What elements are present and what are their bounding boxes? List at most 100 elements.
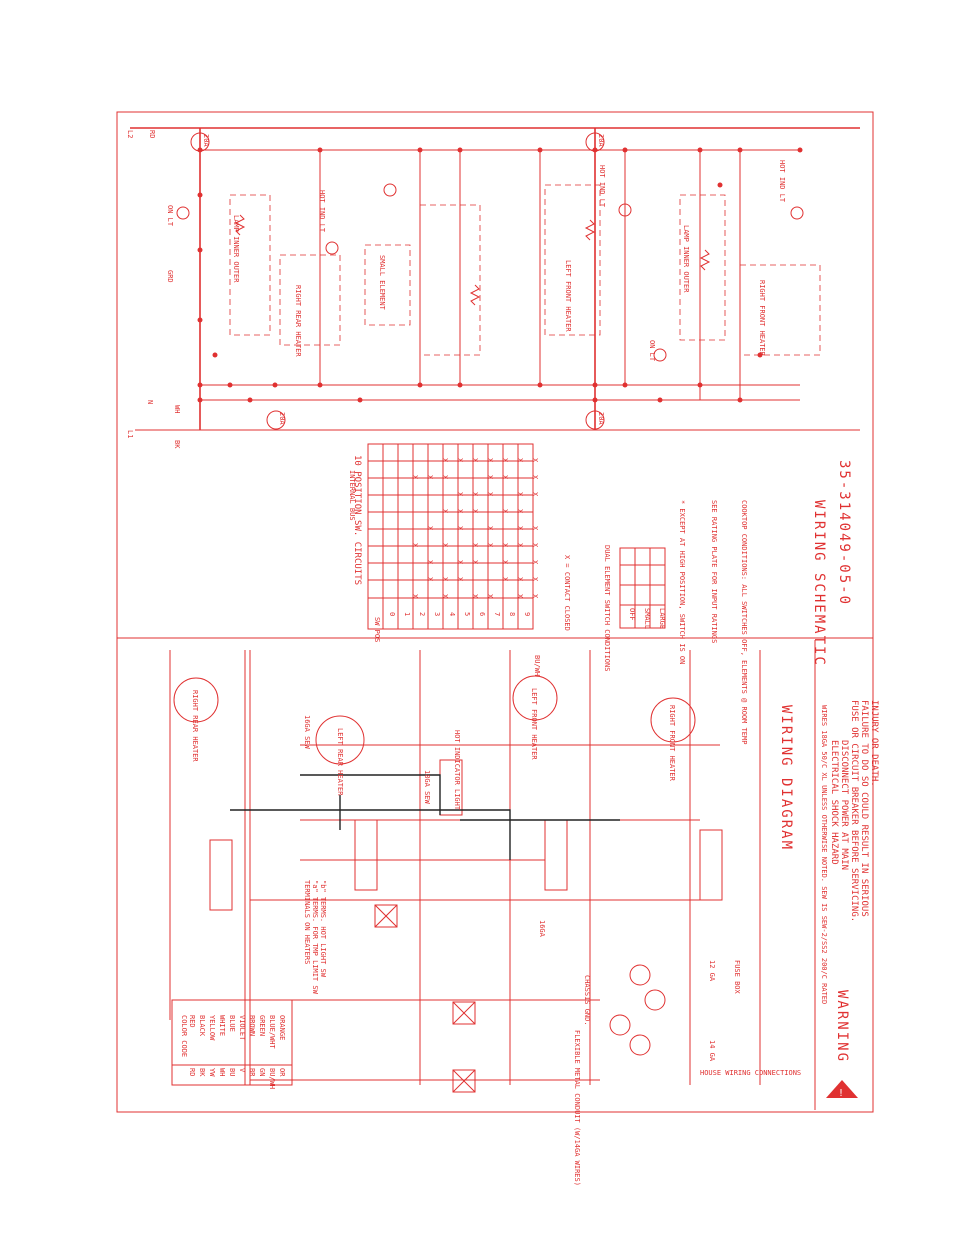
dual-element-title: DUAL ELEMENT SWITCH CONDITIONS [603,545,611,671]
component-label: HOT IND LT [318,190,326,233]
outer-frame [116,111,874,1113]
contact-x-marks: XXXXXXXXXXXXXXXXXXXXXXXXXXXXXXXXXXXXXXXX… [411,458,539,599]
contact-x: X [441,475,449,480]
dual-element-table: DUAL ELEMENT SWITCH CONDITIONS OFF SMALL… [603,500,748,744]
sw-pos-header: SW POS [373,617,381,642]
color-row: YELLOW [208,1015,216,1041]
component-label: LAMP INNER OUTER [682,225,690,293]
pos-label: 3 [433,612,441,616]
dual-note: * EXCEPT AT HIGH POSITION, SWITCH IS ON [678,500,686,664]
contact-x: X [531,543,539,548]
switch-box-mid [419,204,481,356]
fuse-label: 20A [597,134,605,147]
contact-closed-note: X = CONTACT CLOSED [563,555,571,631]
contact-x: X [456,560,464,565]
color-row: BLUE [228,1015,236,1032]
warning-block: ! WIRES 18GA 50/C XL UNLESS OTHERWISE NO… [814,640,879,1110]
switch-block [544,819,568,891]
terminal-block [452,1001,476,1025]
pos-label: 9 [523,612,531,616]
heater-label: LEFT REAR HEATER [336,728,344,796]
pos-label: 5 [463,612,471,616]
pos-label: 2 [418,612,426,616]
terminal-note: "b" TERMS. HOT LIGHT SW [319,880,327,978]
wire-label: 12 GA [708,960,716,982]
component-label: ON LT [166,205,174,227]
lamp-box-left [229,194,271,336]
color-abbr: WH [218,1068,226,1076]
warning-line: DISCONNECT POWER AT MAIN [839,740,849,870]
label-N: N [146,400,154,404]
component-label: HOT IND LT [598,165,606,208]
contact-x: X [441,458,449,463]
contact-x: X [426,475,434,480]
color-abbr: YW [208,1068,216,1077]
color-row: BROWN [248,1015,256,1036]
wiring-diagram-title: WIRING DIAGRAM [778,705,794,851]
label-L2: L2 [126,130,134,138]
wire-label: 16GA SEW [303,715,311,750]
light-icon [325,241,339,255]
pos-label: 8 [508,612,516,616]
light-icon [653,348,667,362]
dual-row: LARGE [658,608,666,629]
contact-x: X [501,509,509,514]
dual-row: SMALL [643,608,651,629]
color-row: VIOLET [238,1015,246,1041]
component-label: RIGHT REAR HEATER [294,285,302,357]
color-row: RED [188,1015,196,1028]
warning-line: FAILURE TO DO SO COULD RESULT IN SERIOUS [859,700,869,917]
contact-x: X [456,509,464,514]
pos-label: 7 [493,612,501,616]
contact-x: X [531,492,539,497]
contact-x: X [486,526,494,531]
light-icon [618,203,632,217]
wire-label: BU/WH [533,655,541,676]
conduit-label: FLEXIBLE METAL CONDUIT (W/14GA WIRES) [573,1030,581,1186]
contact-x: X [471,594,479,599]
contact-x: X [486,543,494,548]
color-row: BLACK [198,1015,206,1037]
warning-line: INJURY OR DEATH. [869,700,879,787]
terminal-note: TERMINALS ON HEATERS [303,880,311,964]
fuse-icon [644,989,666,1011]
contact-x: X [486,458,494,463]
contact-x: X [411,594,419,599]
lamp-box-right [679,194,726,341]
dual-note: SEE RATING PLATE FOR INPUT RATINGS [710,500,718,643]
contact-x: X [516,594,524,599]
contact-x: X [471,560,479,565]
pos-label: 0 [388,612,396,616]
junction-dots [197,147,803,403]
label-RD: RD [148,130,156,138]
contact-x: X [516,577,524,582]
heater-icon [650,697,696,743]
dual-note: COOKTOP CONDITIONS: ALL SWITCHES OFF, EL… [740,500,748,744]
contact-x: X [471,543,479,548]
light-icon [383,183,397,197]
switch-block [209,839,233,911]
contact-x: X [441,543,449,548]
label-WH: WH [173,405,181,413]
color-code-table: COLOR CODE RED BLACK YELLOW WHITE BLUE V… [171,999,293,1089]
heater-label: RIGHT REAR HEATER [191,690,199,762]
color-row: ORANGE [278,1015,286,1040]
contact-x: X [486,594,494,599]
contact-x: X [516,509,524,514]
component-label: LAMP INNER OUTER [232,215,240,283]
fuse-label: 20A [278,412,286,425]
internal-bus-label: INTERNAL BUS [348,470,356,521]
color-abbr: BU/WH [268,1068,276,1089]
wire-note: WIRES 18GA 50/C XL UNLESS OTHERWISE NOTE… [820,705,828,1004]
small-element-box [364,244,411,326]
contact-x: X [516,526,524,531]
contact-x: X [501,577,509,582]
heater-label: RIGHT FRONT HEATER [668,705,676,782]
contact-x: X [426,560,434,565]
wiring-diagram-panel: TERMINALS ON HEATERS "a" TERMS. FOR TMP … [169,650,801,1186]
component-label: LEFT FRONT HEATER [564,260,572,332]
fuse-box-label: FUSE BOX [733,960,741,995]
contact-x: X [441,509,449,514]
warning-word: WARNING [834,990,850,1063]
